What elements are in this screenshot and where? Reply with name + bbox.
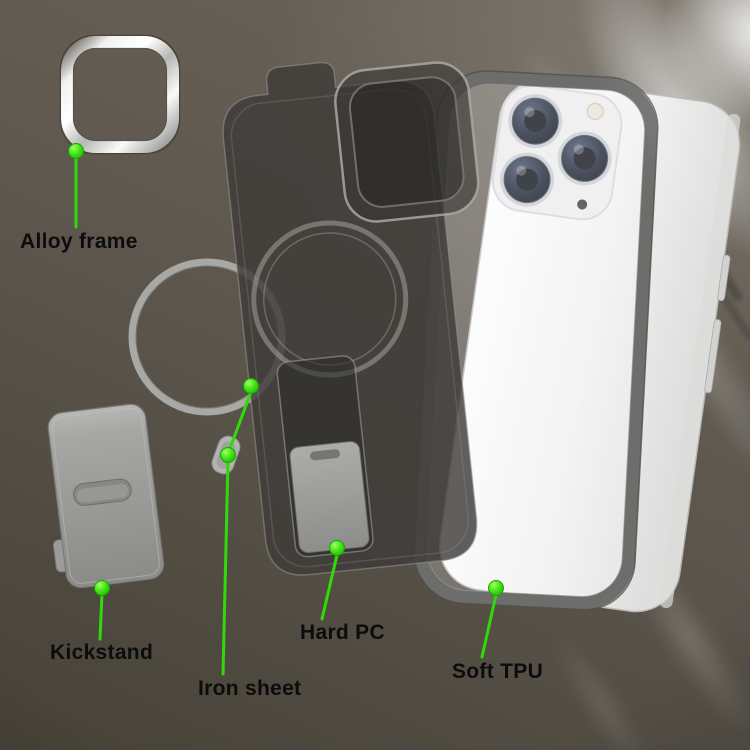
callout-line-iron-sheet-upper <box>227 390 253 453</box>
side-button <box>704 319 722 394</box>
callout-dot-alloy-frame <box>68 143 84 159</box>
label-alloy-frame: Alloy frame <box>20 230 138 253</box>
callout-line-soft-tpu <box>480 593 498 659</box>
label-hard-pc: Hard PC <box>300 621 385 644</box>
callout-dot-iron-sheet-lower <box>220 447 236 463</box>
kickstand-part <box>47 403 165 589</box>
phone <box>438 78 741 613</box>
callout-line-kickstand <box>98 592 104 641</box>
callout-dot-kickstand <box>94 580 110 596</box>
callout-line-iron-sheet-lower <box>221 459 230 676</box>
callouts <box>68 143 504 676</box>
camera-lens <box>557 131 612 186</box>
camera-lens <box>500 152 555 207</box>
side-button <box>717 254 731 302</box>
camera-lens <box>508 94 563 149</box>
alloy-frame-part <box>59 34 181 155</box>
hard-pc-shell <box>222 61 480 576</box>
camera-cutout-lip <box>334 61 480 223</box>
label-iron-sheet: Iron sheet <box>198 677 302 700</box>
callout-dot-iron-sheet-upper <box>243 378 259 394</box>
lidar-sensor <box>577 199 588 210</box>
callout-dot-soft-tpu <box>488 580 504 596</box>
kickstand-recess <box>276 355 374 558</box>
label-kickstand: Kickstand <box>50 641 154 664</box>
callout-line-hard-pc <box>320 553 339 621</box>
label-soft-tpu: Soft TPU <box>452 660 544 683</box>
camera-flash <box>586 102 605 121</box>
callout-dot-hard-pc <box>329 540 345 556</box>
camera-module <box>491 84 623 221</box>
